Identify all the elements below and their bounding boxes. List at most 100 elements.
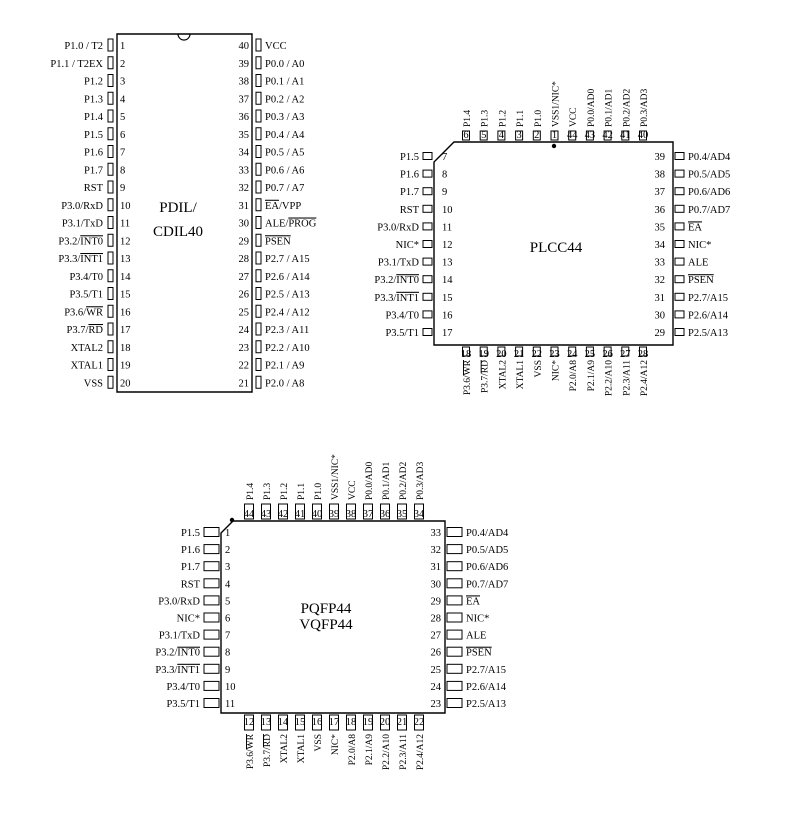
pin-label-p0-3-ad3: P0.3/AD3 bbox=[640, 88, 650, 127]
pin-lead-21 bbox=[515, 346, 524, 357]
package-body bbox=[433, 141, 674, 346]
pin-lead-25 bbox=[446, 663, 463, 674]
pin-lead-18 bbox=[107, 340, 114, 354]
pin-lead-28 bbox=[446, 612, 463, 623]
pin-number-37: 37 bbox=[363, 509, 374, 520]
pin-label-p0-0-ad0: P0.0/AD0 bbox=[365, 461, 375, 500]
pin-number-27: 27 bbox=[431, 631, 442, 642]
pin-number-14: 14 bbox=[120, 272, 131, 283]
pin-label-xtal2: XTAL2 bbox=[498, 360, 508, 390]
pin-lead-22 bbox=[255, 358, 262, 371]
pin-label-vcc: VCC bbox=[265, 41, 287, 52]
pin-lead-15 bbox=[295, 714, 305, 731]
pin-lead-25 bbox=[585, 346, 594, 357]
pin-number-16: 16 bbox=[442, 310, 453, 321]
pin-label-p3-6-wr: P3.6/WR bbox=[463, 359, 473, 395]
pin-number-13: 13 bbox=[120, 254, 131, 265]
pin-number-37: 37 bbox=[655, 187, 666, 198]
pin1-dot bbox=[229, 517, 235, 523]
pin-label-xtal1: XTAL1 bbox=[71, 361, 103, 372]
pin-lead-40 bbox=[255, 38, 262, 52]
pin-lead-33 bbox=[255, 162, 262, 176]
pin-number-30: 30 bbox=[431, 579, 442, 590]
pin-label-xtal2: XTAL2 bbox=[71, 343, 103, 354]
pin-lead-22 bbox=[532, 346, 541, 357]
pin-label-p0-1-a1: P0.1 / A1 bbox=[265, 77, 304, 88]
pin-label-p3-7-rd: P3.7/RD bbox=[263, 734, 273, 767]
pin-lead-40 bbox=[639, 130, 647, 141]
pin-label-p0-2-a2: P0.2 / A2 bbox=[265, 94, 304, 105]
pin-lead-39 bbox=[329, 503, 339, 520]
pin-label-nic: NIC* bbox=[688, 240, 711, 251]
pin-lead-33 bbox=[446, 527, 463, 537]
pin-label-p0-1-ad1: P0.1/AD1 bbox=[605, 88, 615, 127]
pin-number-2: 2 bbox=[225, 545, 230, 556]
pin-label-p1-1: P1.1 bbox=[516, 110, 526, 127]
pin-lead-42 bbox=[278, 503, 288, 520]
pin-label-p0-7-ad7: P0.7/AD7 bbox=[688, 205, 730, 216]
pin-lead-14 bbox=[422, 275, 433, 284]
pin-label-p3-1-txd: P3.1/TxD bbox=[62, 219, 104, 230]
pin-lead-8 bbox=[203, 646, 220, 657]
pin-label-p3-4-t0: P3.4/T0 bbox=[69, 272, 103, 283]
pin-number-19: 19 bbox=[478, 349, 489, 360]
pin-label-p1-6: P1.6 bbox=[400, 170, 419, 181]
pin-number-44: 44 bbox=[567, 130, 578, 141]
pin-label-p2-1-a9: P2.1 / A9 bbox=[265, 361, 304, 372]
pin-number-38: 38 bbox=[346, 509, 357, 520]
pin-lead-7 bbox=[107, 145, 114, 158]
pin-number-22: 22 bbox=[239, 361, 250, 372]
pin-number-33: 33 bbox=[239, 165, 250, 176]
pin-label-p0-5-ad5: P0.5/AD5 bbox=[466, 545, 508, 556]
pin-label-p3-7-rd: P3.7/RD bbox=[481, 360, 491, 393]
pin-lead-21 bbox=[255, 375, 262, 389]
pin-number-6: 6 bbox=[463, 130, 468, 141]
pin-lead-15 bbox=[422, 292, 433, 301]
pin-number-8: 8 bbox=[120, 165, 125, 176]
pin-number-40: 40 bbox=[239, 41, 250, 52]
pin-number-11: 11 bbox=[442, 222, 452, 233]
pin-lead-37 bbox=[363, 503, 373, 520]
dip-notch bbox=[177, 33, 191, 41]
pin-label-rst: RST bbox=[181, 579, 201, 590]
pin-number-26: 26 bbox=[431, 648, 442, 659]
plcc44-package: 6P1.45P1.34P1.23P1.12P1.01VSS1/NIC*44VCC… bbox=[374, 81, 731, 396]
pin-label-p1-7: P1.7 bbox=[181, 562, 200, 573]
pin-label-p3-0-rxd: P3.0/RxD bbox=[158, 596, 200, 607]
pin-number-15: 15 bbox=[295, 717, 306, 728]
pin-label-p1-0: P1.0 bbox=[314, 483, 324, 500]
pin-lead-24 bbox=[568, 346, 577, 357]
pin-number-30: 30 bbox=[239, 219, 250, 230]
pin-number-39: 39 bbox=[329, 509, 340, 520]
pin-label-nic: NIC* bbox=[466, 614, 489, 625]
pin-lead-16 bbox=[312, 714, 322, 731]
pin-lead-39 bbox=[674, 152, 685, 160]
pin-number-4: 4 bbox=[499, 130, 505, 141]
pin-lead-38 bbox=[674, 169, 685, 178]
dip-body bbox=[116, 33, 253, 393]
pin-lead-18 bbox=[462, 346, 470, 357]
pin-number-41: 41 bbox=[295, 509, 306, 520]
pin-label-p2-6-a14: P2.6/A14 bbox=[688, 310, 729, 321]
pin-lead-29 bbox=[255, 233, 262, 247]
pin-number-14: 14 bbox=[278, 717, 289, 728]
pin-label-p3-0-rxd: P3.0/RxD bbox=[377, 222, 419, 233]
pin-number-26: 26 bbox=[239, 290, 250, 301]
pin-number-31: 31 bbox=[239, 201, 250, 212]
pin-lead-4 bbox=[203, 578, 220, 589]
pin-lead-26 bbox=[446, 646, 463, 657]
pin-label-p0-6-ad6: P0.6/AD6 bbox=[688, 187, 730, 198]
pin-number-36: 36 bbox=[655, 205, 666, 216]
pin-number-3: 3 bbox=[516, 130, 521, 141]
pin-number-5: 5 bbox=[225, 596, 230, 607]
pin-number-10: 10 bbox=[120, 201, 131, 212]
pin-number-18: 18 bbox=[120, 343, 131, 354]
pin-lead-20 bbox=[497, 346, 506, 357]
pin-label-p2-6-a14: P2.6 / A14 bbox=[265, 272, 310, 283]
pin-number-34: 34 bbox=[655, 240, 666, 251]
pin-lead-17 bbox=[107, 322, 114, 336]
pin-label-p0-4-ad4: P0.4/AD4 bbox=[466, 528, 509, 539]
pin-lead-12 bbox=[244, 714, 254, 731]
pin-label-p2-4-a12: P2.4/A12 bbox=[640, 360, 650, 396]
